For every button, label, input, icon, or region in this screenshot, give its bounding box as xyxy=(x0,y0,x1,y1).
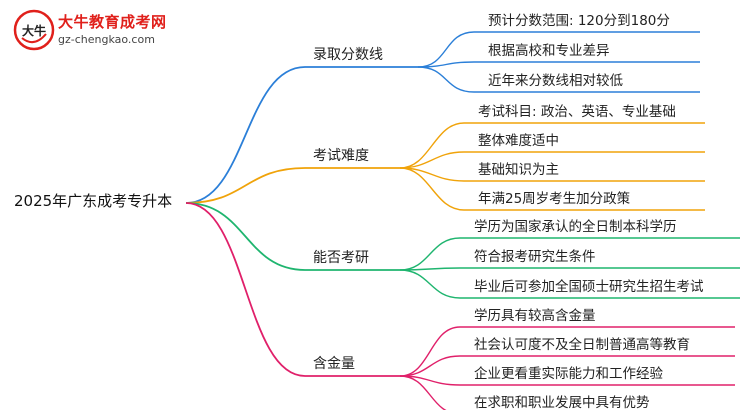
leaf-node: 考试科目: 政治、英语、专业基础 xyxy=(478,104,676,120)
logo-title: 大牛教育成考网 xyxy=(58,13,167,31)
leaf-node: 社会认可度不及全日制普通高等教育 xyxy=(474,337,690,353)
leaf-connector xyxy=(399,375,447,410)
leaf-node: 学历具有较高含金量 xyxy=(474,308,596,324)
branch-node: 能否考研 xyxy=(313,250,369,266)
leaf-node: 近年来分数线相对较低 xyxy=(488,73,623,89)
leaf-node: 基础知识为主 xyxy=(478,162,559,178)
leaf-connector xyxy=(417,66,475,93)
leaf-connector xyxy=(399,269,461,299)
leaf-node: 年满25周岁考生加分政策 xyxy=(478,191,631,207)
leaf-connector xyxy=(417,61,475,68)
leaf-node: 整体难度适中 xyxy=(478,133,559,149)
leaf-node: 根据高校和专业差异 xyxy=(488,43,610,59)
branch-node: 录取分数线 xyxy=(313,47,383,63)
leaf-node: 学历为国家承认的全日制本科学历 xyxy=(474,219,677,235)
branch-connector xyxy=(185,202,306,271)
leaf-connector xyxy=(399,326,461,377)
leaf-connector xyxy=(399,237,461,271)
branch-connector xyxy=(185,66,306,204)
leaf-connector xyxy=(417,31,475,68)
leaf-connector xyxy=(399,355,461,377)
branch-node: 含金量 xyxy=(313,356,355,372)
leaf-node: 毕业后可参加全国硕士研究生招生考试 xyxy=(474,279,704,295)
leaf-node: 在求职和职业发展中具有优势 xyxy=(474,395,650,411)
leaf-connector xyxy=(399,122,465,169)
site-logo: 大牛 大牛教育成考网 gz-chengkao.com xyxy=(12,8,212,54)
branch-connector xyxy=(185,202,306,377)
branch-connector xyxy=(185,167,306,204)
logo-url: gz-chengkao.com xyxy=(58,33,155,46)
branch-node: 考试难度 xyxy=(313,148,369,164)
leaf-node: 符合报考研究生条件 xyxy=(474,249,596,265)
leaf-connector xyxy=(399,167,465,211)
logo-mark-text: 大牛 xyxy=(22,23,46,38)
logo-mark-icon: 大牛 xyxy=(13,9,55,51)
leaf-connector xyxy=(399,151,465,169)
leaf-node: 企业更看重实际能力和工作经验 xyxy=(474,366,663,382)
root-node: 2025年广东成考专升本 xyxy=(14,192,173,210)
leaf-node: 预计分数范围: 120分到180分 xyxy=(488,13,670,29)
